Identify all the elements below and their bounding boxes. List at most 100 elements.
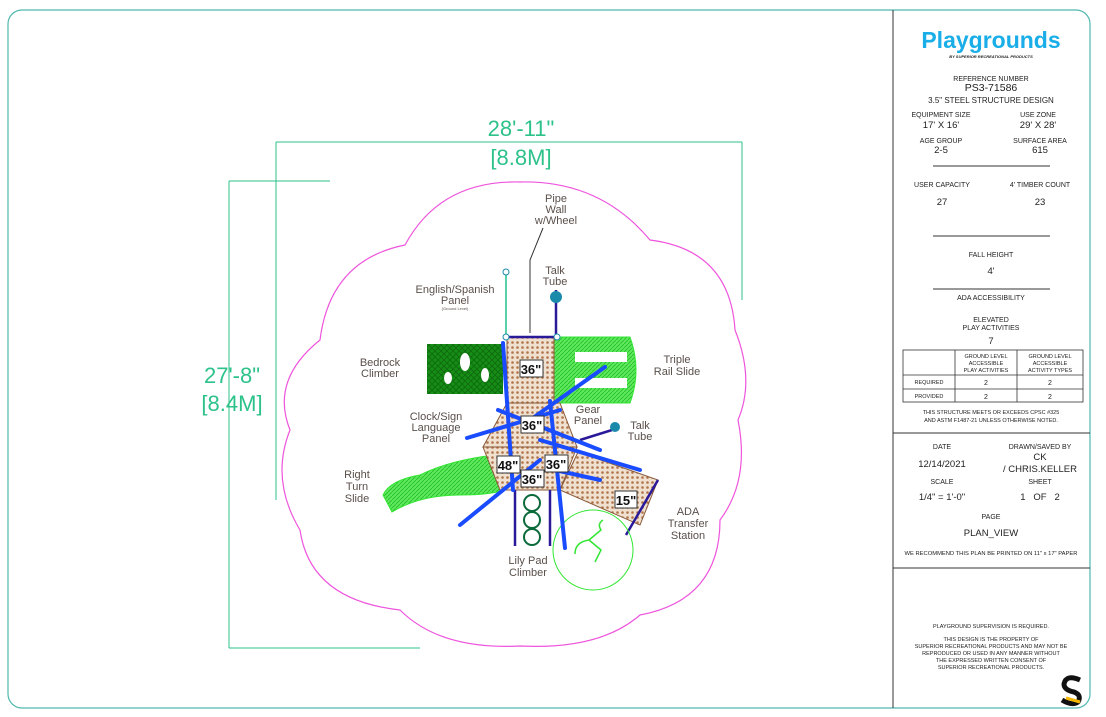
depth-dimension: 27'-8" [204,363,260,388]
user-capacity-label: USER CAPACITY [914,182,970,189]
use-zone-boundary [281,181,747,647]
scale-label: SCALE [931,479,954,486]
right-turn-slide [382,454,511,513]
elevated-label: ELEVATED [973,317,1009,324]
width-dimension-metric: [8.8M] [490,145,551,170]
compliance-note: THIS STRUCTURE MEETS OR EXCEEDS CPSC #32… [923,410,1060,416]
elevated-label: PLAY ACTIVITIES [963,325,1020,332]
label-clock-sign-panel: Language [412,422,461,434]
timber-count-label: 4' TIMBER COUNT [1010,182,1071,189]
deck-height: 48" [498,458,519,473]
property-note: THIS DESIGN IS THE PROPERTY OF [943,637,1039,643]
label-triple-rail-slide: Triple [663,354,690,366]
property-note: SUPERIOR RECREATIONAL PRODUCTS. [938,665,1045,671]
label-gear-panel: Gear [576,404,601,416]
label-triple-rail-slide: Rail Slide [654,366,700,378]
label-english-spanish-panel: English/Spanish [416,284,495,296]
label-bedrock-climber: Bedrock [360,357,401,369]
depth-dimension-metric: [8.4M] [201,391,262,416]
table-header: ACTIVITY TYPES [1028,368,1072,374]
deck-height: 15" [616,493,637,508]
equipment-size-label: EQUIPMENT SIZE [912,112,971,119]
drawn-by: / CHRIS.KELLER [1003,464,1077,475]
table-row-label: REQUIRED [914,380,943,386]
label-clock-sign-panel: Clock/Sign [410,411,463,423]
fall-height-label: FALL HEIGHT [969,252,1014,259]
table-header: ACCESSIBLE [1033,361,1068,367]
reference-label: REFERENCE NUMBER [953,76,1028,83]
deck-height: 36" [522,418,543,433]
label-clock-sign-panel: Panel [422,433,450,445]
drawn-by-label: DRAWN/SAVED BY [1009,444,1072,451]
superior-logo-icon [1060,675,1082,707]
age-group: 2-5 [934,145,948,156]
table-cell: 2 [984,380,988,387]
page-name: PLAN_VIEW [964,528,1018,539]
accessibility-table [902,349,1084,403]
user-capacity: 27 [937,197,948,208]
age-group-label: AGE GROUP [920,138,963,145]
compliance-note: AND ASTM F1487-21 UNLESS OTHERWISE NOTED… [924,418,1058,424]
table-header: PLAY ACTIVITIES [964,368,1009,374]
label-pipe-wall: Wall [546,204,567,216]
surface-area: 615 [1032,145,1048,156]
structure-design: 3.5" STEEL STRUCTURE DESIGN [928,96,1054,105]
use-zone: 29' X 28' [1020,120,1057,131]
date: 12/14/2021 [918,459,966,470]
label-ada-transfer: ADA [677,506,700,518]
lily-pad-climber [523,494,541,546]
label-gear-panel: Panel [574,415,602,427]
table-header: GROUND LEVEL [964,354,1007,360]
use-zone-label: USE ZONE [1020,112,1056,119]
component-labels: Pipe Wall w/Wheel Talk Tube English/Span… [344,193,708,579]
ada-label: ADA ACCESSIBILITY [957,295,1025,302]
label-talk-tube: Tube [543,276,568,288]
property-note: SUPERIOR RECREATIONAL PRODUCTS AND MAY N… [915,644,1068,650]
print-note: WE RECOMMEND THIS PLAN BE PRINTED ON 11"… [905,551,1078,557]
playgrounds-logo: Playgrounds [921,27,1060,53]
width-dimension: 28'-11" [488,116,555,141]
label-lily-pad: Climber [509,567,547,579]
fall-height: 4' [987,266,994,277]
dimension-lines [228,141,743,649]
deck-height-labels: 36" 36" 48" 36" 36" 15" [496,359,638,509]
label-ada-transfer: Station [671,530,705,542]
logo-subtitle: BY SUPERIOR RECREATIONAL PRODUCTS [949,54,1033,59]
label-talk-tube: Talk [545,265,565,277]
label-talk-tube: Tube [628,431,653,443]
label-ada-transfer: Transfer [668,518,709,530]
talk-tube-right [610,422,620,432]
property-note: THE EXPRESSED WRITTEN CONSENT OF [936,658,1047,664]
scale: 1/4" = 1'-0" [919,492,965,503]
table-cell: 2 [984,394,988,401]
table-cell: 2 [1048,380,1052,387]
label-bedrock-climber: Climber [361,368,399,380]
label-right-turn-slide: Right [344,469,370,481]
label-english-spanish-panel: Panel [441,295,469,307]
sheet-border [7,9,1091,709]
deck-height: 36" [522,472,543,487]
ada-wheelchair-icon [552,509,634,591]
label-english-spanish-panel: (Ground Level) [442,306,469,311]
label-right-turn-slide: Turn [346,481,368,493]
page-label: PAGE [982,514,1001,521]
date-label: DATE [933,444,951,451]
sheet-label: SHEET [1028,479,1052,486]
table-cell: 2 [1048,394,1052,401]
timber-count: 23 [1035,197,1046,208]
label-pipe-wall: w/Wheel [534,215,577,227]
deck-height: 36" [546,457,567,472]
table-row-label: PROVIDED [915,394,944,400]
title-block: Playgrounds BY SUPERIOR RECREATIONAL PRO… [902,27,1084,707]
label-right-turn-slide: Slide [345,493,369,505]
property-note: REPRODUCED OR USED IN ANY MANNER WITHOUT [922,651,1060,657]
label-pipe-wall: Pipe [545,193,567,205]
deck-height: 36" [521,362,542,377]
drawn-by: CK [1033,452,1047,463]
surface-area-label: SURFACE AREA [1013,138,1067,145]
table-header: GROUND LEVEL [1028,354,1071,360]
supervision-note: PLAYGROUND SUPERVISION IS REQUIRED. [933,624,1049,630]
table-header: ACCESSIBLE [969,361,1004,367]
elevated-count: 7 [988,336,993,347]
